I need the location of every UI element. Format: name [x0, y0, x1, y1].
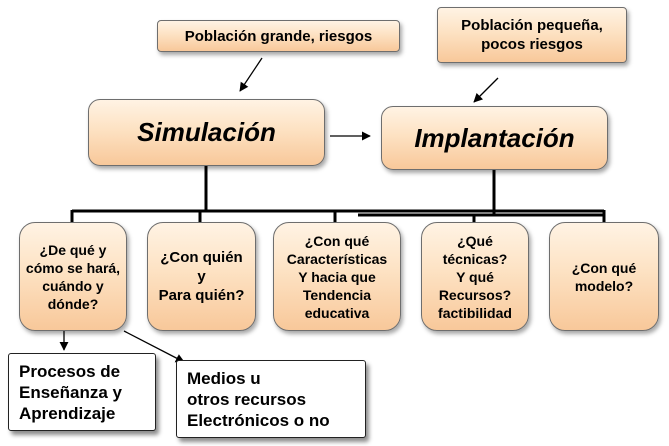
question-model: ¿Con qué modelo? [549, 222, 659, 331]
question-with-whom-for-whom: ¿Con quién y Para quién? [147, 222, 256, 331]
outcome-electronic-media: Medios u otros recursos Electrónicos o n… [176, 360, 366, 438]
note-small-population: Población pequeña, pocos riesgos [437, 7, 627, 63]
implementation-box: Implantación [381, 106, 608, 170]
question-what-how-when-where: ¿De qué y cómo se hará, cuándo y dónde? [19, 222, 127, 331]
arrow-note-to-simulation [239, 57, 263, 92]
arrow-to-media [123, 330, 185, 363]
simulation-box: Simulación [88, 99, 325, 166]
question-characteristics-tendency: ¿Con qué Características Y hacia que Ten… [273, 222, 401, 331]
outcome-teaching-learning-processes: Procesos de Enseñanza y Aprendizaje [8, 353, 156, 431]
arrow-note-to-implementation [473, 77, 499, 103]
question-techniques-resources: ¿Qué técnicas? Y qué Recursos? factibili… [421, 222, 529, 331]
note-large-population: Población grande, riesgos [157, 20, 400, 52]
